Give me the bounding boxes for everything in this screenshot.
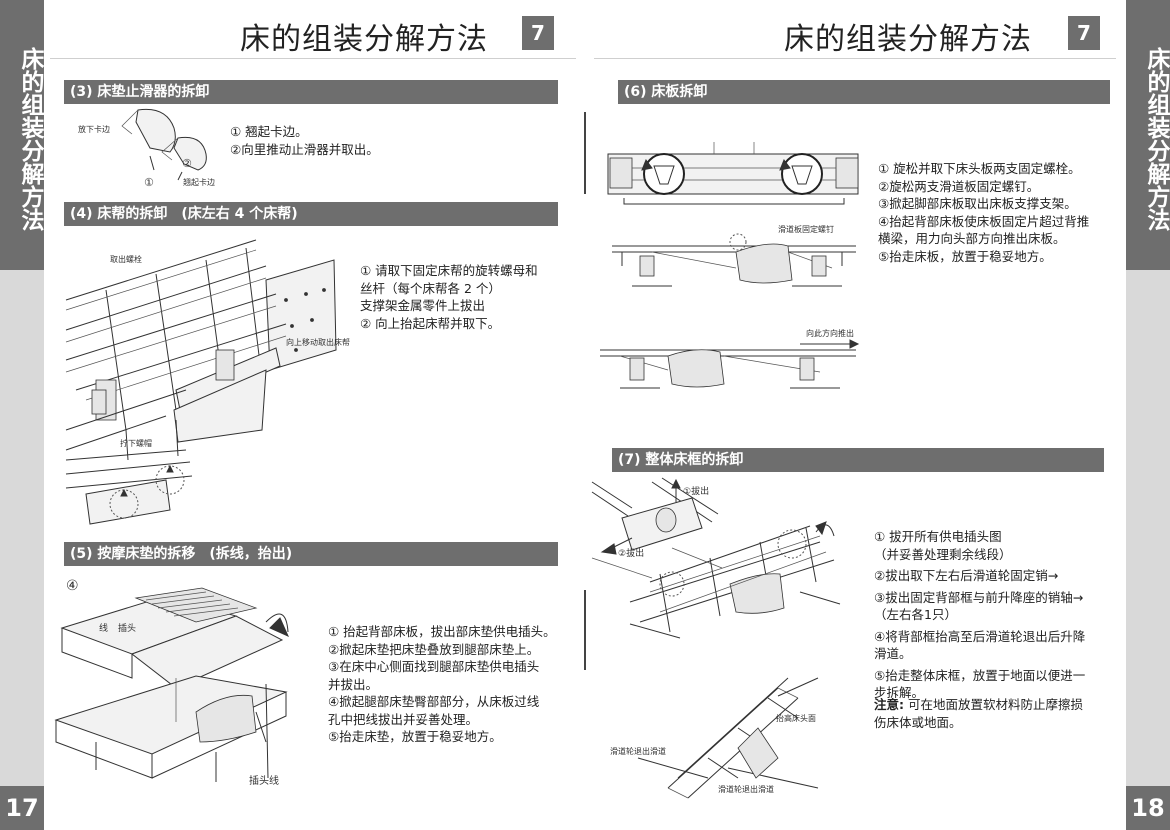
s5-step-3b: 并拔出。: [328, 676, 379, 692]
left-page-title: 床的组装分解方法: [240, 22, 488, 57]
s6-push-view-illustration: [600, 339, 860, 389]
s5-step-4b: 孔中把线拔出并妥善处理。: [328, 711, 479, 727]
s4-step-1b: 丝杆（每个床帮各 2 个）: [360, 280, 501, 296]
right-chapter-badge: 7: [1068, 16, 1100, 50]
s7-step-4b: 滑道。: [874, 646, 912, 661]
s7-step-5: ⑤抬走整体床框，放置于地面以便进一: [874, 667, 1086, 683]
s3-label-put-down-edge: 放下卡边: [78, 125, 110, 134]
section-5-steps: ① 抬起背部床板，拔出部床垫供电插头。 ②掀起床垫把床垫叠放到腿部床垫上。 ③在…: [328, 623, 556, 746]
s6-step-2: ②旋松两支滑道板固定螺钉。: [878, 178, 1040, 194]
s3-step-1: ① 翘起卡边。: [230, 124, 308, 139]
s5-label-wire: 线: [99, 624, 109, 634]
s6-side-view-illustration: [612, 233, 856, 287]
section-7-steps: ① 拔开所有供电插头图 （并妥善处理剩余线段） ②拔出取下左右后滑道轮固定销→ …: [874, 528, 1085, 702]
s4-step-2: ② 向上抬起床帮并取下。: [360, 315, 501, 331]
left-title-rule: [50, 58, 576, 59]
right-sidebar: 床的组装分解方法 18: [1126, 0, 1170, 830]
s7-step-4: ④将背部框抬高至后滑道轮退出后升降: [874, 628, 1086, 644]
s6-step-1: ① 旋松并取下床头板两支固定螺栓。: [878, 161, 1081, 176]
s7-label-slide-exit-2: 滑道轮退出滑道: [718, 785, 774, 794]
s4-step-1c: 支撑架金属零件上拔出: [360, 298, 486, 313]
s3-label-num2: ②: [182, 157, 192, 170]
section-3-steps: ① 翘起卡边。 ②向里推动止滑器并取出。: [230, 123, 379, 158]
s5-figure-number: ④: [66, 578, 79, 594]
s4-step-1: ① 请取下固定床帮的旋转螺母和: [360, 263, 538, 278]
s3-label-lift-edge: 翘起卡边: [183, 178, 215, 187]
s7-label-pull-out-1: ①拔出: [683, 487, 710, 497]
s5-step-1: ① 抬起背部床板，拔出部床垫供电插头。: [328, 624, 556, 639]
s4-label-unscrew-nut: 拧下螺帽: [120, 439, 152, 448]
s4-bed-frame-illustration: [65, 239, 337, 461]
right-margin-line-2: [584, 590, 586, 670]
s5-label-plug: 插头: [118, 624, 137, 634]
left-sidebar-title: 床的组装分解方法: [0, 0, 44, 270]
left-sidebar: 床的组装分解方法 17: [0, 0, 44, 830]
s4-label-remove-bolt: 取出螺栓: [110, 255, 142, 264]
s7-label-pull-out-2: ②拔出: [618, 549, 645, 559]
left-chapter-badge: 7: [522, 16, 554, 50]
s4-label-lift-out: 向上移动取出床帮: [286, 338, 350, 347]
s6-step-4: ④抬起背部床板使床板固定片超过背推: [878, 213, 1090, 229]
s5-step-2: ②掀起床垫把床垫叠放到腿部床垫上。: [328, 641, 540, 657]
s7-step-2: ②拔出取下左右后滑道轮固定销→: [874, 568, 1059, 583]
s7-note-line-2: 伤床体或地面。: [874, 714, 962, 730]
s5-step-5: ⑤抬走床垫，放置于稳妥地方。: [328, 729, 502, 744]
s5-step-3: ③在床中心侧面找到腿部床垫供电插头: [328, 659, 540, 674]
s7-label-slide-exit-1: 滑道轮退出滑道: [610, 747, 666, 756]
s7-step-5b: 步拆解。: [874, 685, 925, 700]
s7-step-3: ③拔出固定背部框与前升降座的销轴→: [874, 589, 1084, 605]
s5-label-plug-wire: 插头线: [249, 776, 279, 787]
s6-label-slide-screw: 滑道板固定螺钉: [778, 225, 834, 234]
section-7-header: (7) 整体床框的拆卸: [612, 448, 1104, 472]
s7-label-lift-head: 抬高床头面: [776, 714, 816, 723]
section-5-header: (5) 按摩床垫的拆移 (拆线，抬出): [64, 542, 558, 566]
s3-step-2: ②向里推动止滑器并取出。: [230, 141, 379, 157]
s5-step-4: ④掀起腿部床垫臀部部分，从床板过线: [328, 694, 540, 709]
right-page-title: 床的组装分解方法: [784, 22, 1032, 57]
s4-nut-detail-illustration: [65, 449, 193, 525]
s3-slider-illustration: [121, 108, 207, 181]
section-4-steps: ① 请取下固定床帮的旋转螺母和 丝杆（每个床帮各 2 个） 支撑架金属零件上拔出…: [360, 262, 538, 332]
s5-massage-mattress-illustration: [54, 587, 289, 782]
s7-pin-detail-illustration: [591, 477, 723, 579]
s7-step-1: ① 拔开所有供电插头图: [874, 529, 1002, 544]
s7-note-label: 注意:: [874, 697, 904, 712]
section-3-header: (3) 床垫止滑器的拆卸: [64, 80, 558, 104]
s7-step-3b: （左右各1只）: [874, 607, 957, 622]
s6-step-3: ③掀起脚部床板取出床板支撑支架。: [878, 196, 1077, 211]
right-margin-line-1: [584, 112, 586, 194]
s7-note-line-1: 可在地面放置软材料防止摩擦损: [907, 697, 1083, 712]
s7-note: 注意: 可在地面放置软材料防止摩擦损 伤床体或地面。: [874, 696, 1083, 731]
s6-label-push-out: 向此方向推出: [806, 329, 854, 338]
right-sidebar-title: 床的组装分解方法: [1126, 0, 1170, 270]
s6-top-view-illustration: [607, 142, 859, 205]
s6-step-5: ⑤抬走床板，放置于稳妥地方。: [878, 248, 1052, 264]
s7-raised-frame-illustration: [637, 677, 819, 799]
s7-frame-illustration: [629, 521, 841, 639]
right-title-rule: [594, 58, 1116, 59]
s3-label-num1: ①: [144, 176, 154, 189]
right-page-number: 18: [1126, 786, 1170, 830]
left-page-number: 17: [0, 786, 44, 830]
s6-step-4b: 横梁，用力向头部方向推出床板。: [878, 231, 1066, 246]
s7-step-1b: （并妥善处理剩余线段）: [874, 546, 1012, 562]
section-6-steps: ① 旋松并取下床头板两支固定螺栓。 ②旋松两支滑道板固定螺钉。 ③掀起脚部床板取…: [878, 160, 1089, 265]
section-6-header: (6) 床板拆卸: [618, 80, 1110, 104]
section-4-header: (4) 床帮的拆卸 (床左右 4 个床帮): [64, 202, 558, 226]
